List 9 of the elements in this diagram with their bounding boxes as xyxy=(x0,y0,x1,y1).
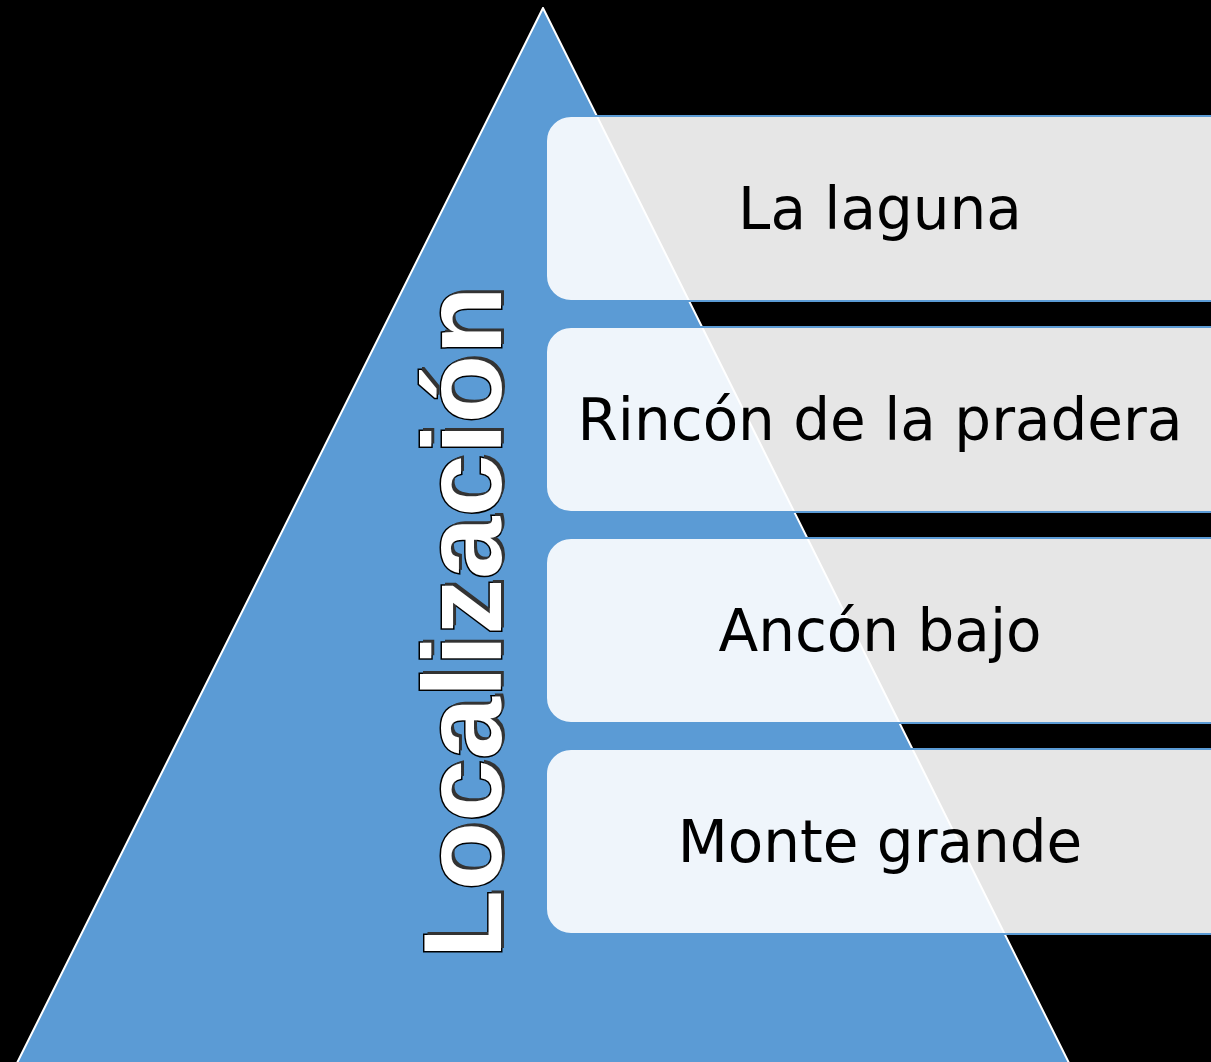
item-label: Rincón de la pradera xyxy=(577,385,1183,454)
list-item-box xyxy=(545,748,1211,935)
vertical-title: Localización xyxy=(398,285,526,959)
item-label: Ancón bajo xyxy=(718,596,1042,665)
item-label: Monte grande xyxy=(677,807,1083,876)
list-item-box xyxy=(545,115,1211,302)
list-item-box xyxy=(545,326,1211,513)
list-item-box xyxy=(545,537,1211,724)
item-label: La laguna xyxy=(738,174,1022,243)
